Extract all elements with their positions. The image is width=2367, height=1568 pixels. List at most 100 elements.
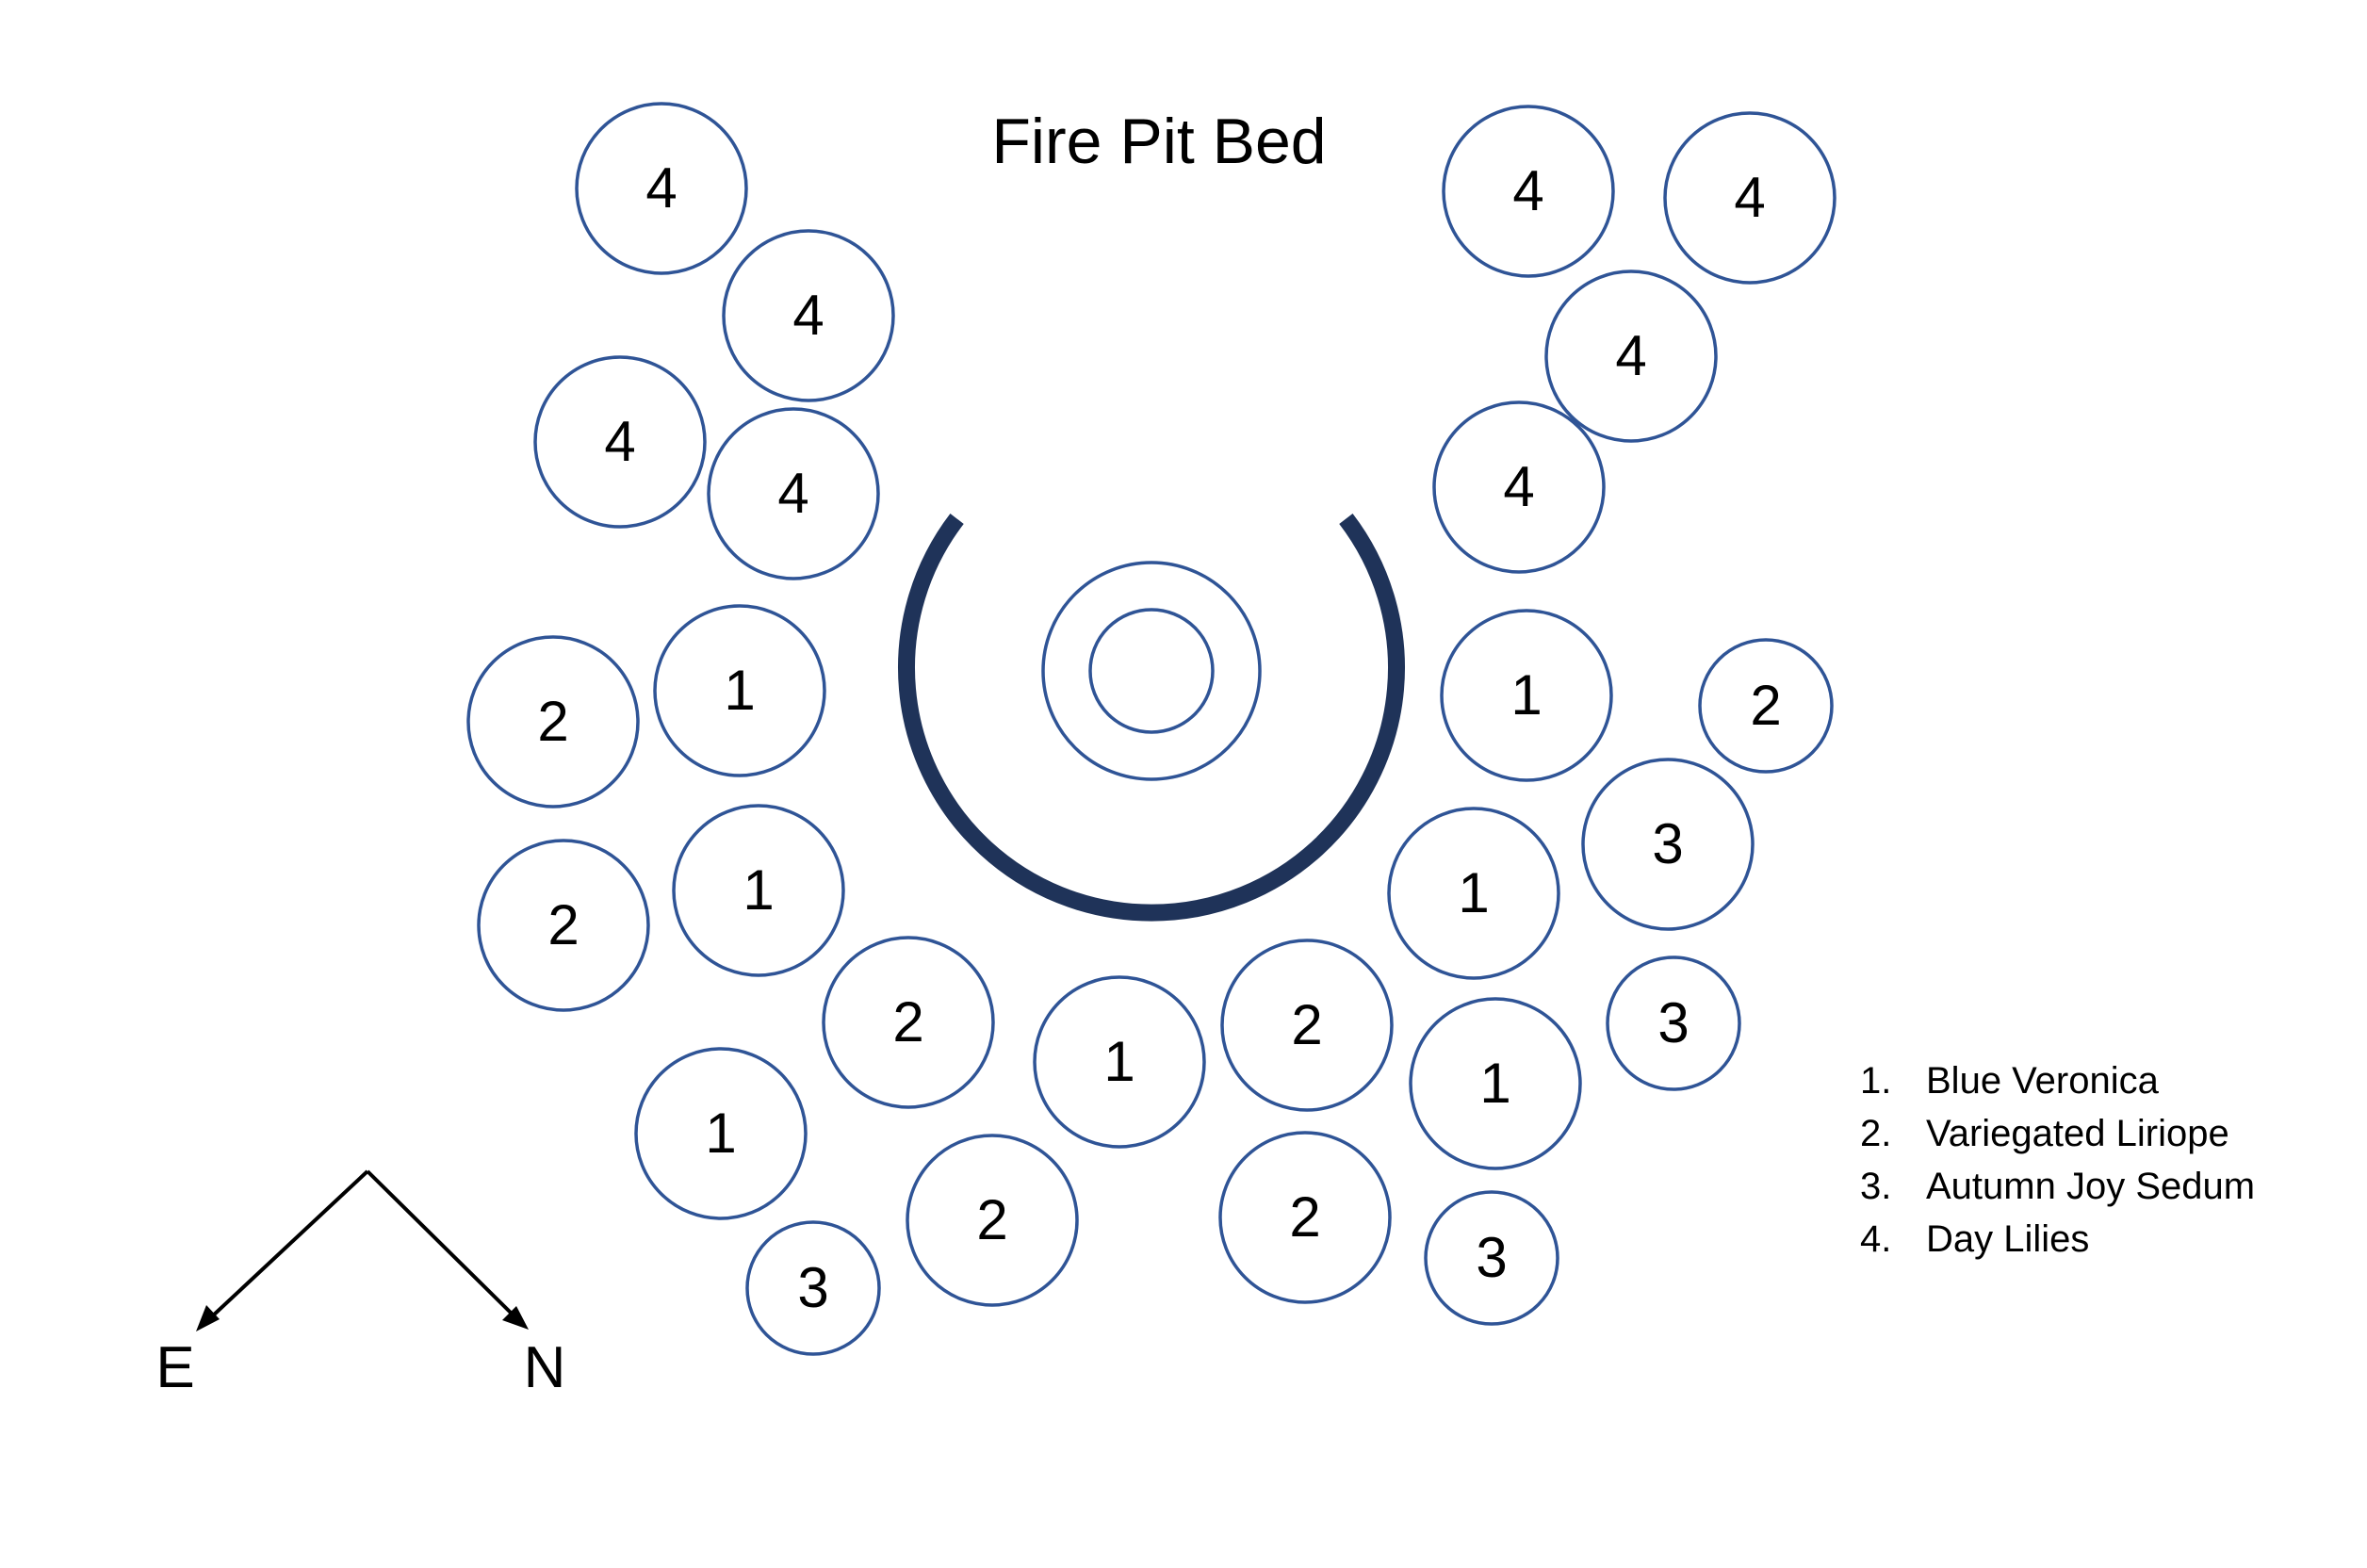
plant-number: 3	[1657, 991, 1689, 1054]
plant-number: 3	[1476, 1226, 1507, 1289]
plant-number: 4	[1512, 159, 1543, 222]
plant-marker: 1	[634, 1047, 808, 1220]
plant-number: 2	[1289, 1185, 1320, 1249]
plant-circle	[477, 839, 650, 1012]
plant-circle	[634, 1047, 808, 1220]
plant-number: 2	[537, 690, 568, 753]
plant-number: 4	[645, 156, 677, 220]
plant-marker: 4	[707, 407, 880, 580]
legend-number: 4.	[1860, 1218, 1891, 1260]
plant-marker: 4	[1442, 105, 1615, 278]
plant-marker: 2	[822, 936, 995, 1109]
plant-circle	[1424, 1190, 1559, 1326]
plant-circle	[653, 604, 826, 777]
compass-north-label: N	[524, 1335, 566, 1400]
plant-number: 4	[1734, 166, 1765, 229]
plant-number: 4	[1615, 324, 1646, 387]
plant-number: 4	[1503, 455, 1534, 518]
plant-circle	[466, 635, 640, 808]
plant-number: 3	[1652, 812, 1683, 875]
plant-marker: 3	[1581, 758, 1755, 931]
plant-circle	[1698, 638, 1834, 774]
plant-number: 2	[892, 990, 923, 1054]
plant-layout: 4 4 4 4 4 4 4 4 1 2 1 2 1 2 3 1 2 1 2 1 3 1 2 3 2 3	[466, 102, 1836, 1356]
plant-number: 4	[792, 284, 824, 347]
plant-number: 1	[705, 1102, 736, 1165]
plant-circle	[1606, 956, 1741, 1091]
legend-label: Variegated Liriope	[1926, 1113, 2229, 1154]
plant-number: 1	[743, 858, 774, 922]
plant-circle	[533, 355, 707, 529]
plant-number: 2	[976, 1188, 1007, 1251]
plant-marker: 2	[1220, 939, 1394, 1112]
plant-circle	[722, 229, 895, 402]
plant-marker: 4	[575, 102, 748, 275]
plant-number: 4	[604, 410, 635, 473]
plant-marker: 4	[1432, 400, 1606, 574]
plant-circle	[906, 1134, 1079, 1307]
legend-label: Day Lilies	[1926, 1218, 2089, 1260]
legend-number: 2.	[1860, 1113, 1891, 1154]
plant-circle	[707, 407, 880, 580]
fire-pit-outer-ring	[1041, 561, 1262, 781]
plant-circle	[1442, 105, 1615, 278]
compass-east-arrowhead	[196, 1305, 220, 1331]
plant-number: 2	[1750, 674, 1781, 737]
plant-circle	[1033, 975, 1206, 1149]
plant-circle	[745, 1220, 881, 1356]
plant-circle	[1432, 400, 1606, 574]
fire-pit	[898, 514, 1405, 922]
plant-circle	[1220, 939, 1394, 1112]
plant-circle	[1544, 270, 1718, 443]
compass-east-label: E	[155, 1335, 194, 1400]
plant-number: 3	[797, 1256, 828, 1319]
plant-marker: 4	[722, 229, 895, 402]
plant-circle	[1218, 1131, 1392, 1304]
plant-circle	[1387, 807, 1560, 980]
legend-label: Blue Veronica	[1926, 1060, 2160, 1102]
plant-circle	[822, 936, 995, 1109]
legend-label: Autumn Joy Sedum	[1926, 1166, 2255, 1207]
plant-marker: 3	[745, 1220, 881, 1356]
plant-marker: 2	[466, 635, 640, 808]
plant-marker: 1	[672, 804, 845, 977]
plant-marker: 2	[477, 839, 650, 1012]
plant-marker: 3	[1424, 1190, 1559, 1326]
plant-number: 1	[1103, 1030, 1135, 1093]
diagram-title: Fire Pit Bed	[991, 106, 1326, 177]
plant-circle	[575, 102, 748, 275]
plant-marker: 4	[533, 355, 707, 529]
plant-marker: 1	[653, 604, 826, 777]
fire-pit-arc	[898, 514, 1405, 922]
plant-marker: 1	[1033, 975, 1206, 1149]
fire-pit-inner-ring	[1088, 608, 1215, 734]
plant-circle	[1581, 758, 1755, 931]
plant-marker: 4	[1663, 111, 1836, 285]
compass-north-arrowhead	[502, 1306, 529, 1330]
plant-marker: 2	[1218, 1131, 1392, 1304]
plant-marker: 1	[1387, 807, 1560, 980]
legend-number: 1.	[1860, 1060, 1891, 1102]
plant-number: 1	[1458, 861, 1489, 924]
compass: E N	[155, 1169, 566, 1400]
plant-marker: 1	[1409, 997, 1582, 1170]
plant-number: 4	[777, 462, 808, 525]
plant-circle	[672, 804, 845, 977]
compass-north-line	[366, 1169, 515, 1317]
plant-marker: 3	[1606, 956, 1741, 1091]
plant-number: 2	[547, 893, 579, 956]
legend-number: 3.	[1860, 1166, 1891, 1207]
plant-number: 2	[1291, 993, 1322, 1056]
plant-circle	[1440, 609, 1613, 782]
compass-east-line	[209, 1169, 369, 1319]
plant-marker: 4	[1544, 270, 1718, 443]
plant-marker: 2	[906, 1134, 1079, 1307]
legend: 1. Blue Veronica 2. Variegated Liriope 3…	[1860, 1060, 2255, 1260]
plant-number: 1	[1479, 1052, 1510, 1115]
plant-circle	[1409, 997, 1582, 1170]
plant-marker: 1	[1440, 609, 1613, 782]
plant-number: 1	[1510, 663, 1542, 727]
plant-circle	[1663, 111, 1836, 285]
plant-number: 1	[724, 659, 755, 722]
